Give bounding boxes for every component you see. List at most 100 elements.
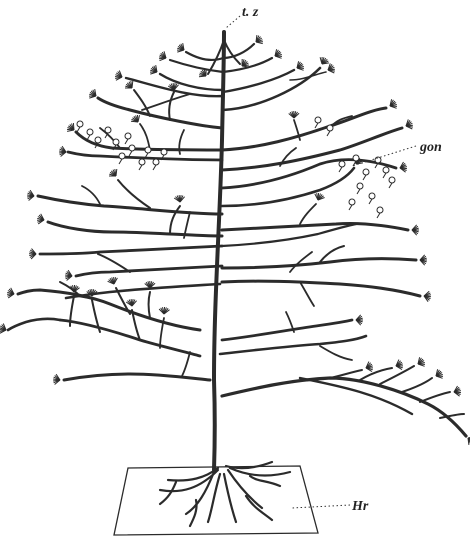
gonophore (87, 129, 93, 135)
gonophore (357, 183, 363, 189)
hydranth-tip (320, 57, 329, 64)
hydranth-tip (256, 35, 263, 44)
gonophore (139, 159, 145, 165)
gonophore (315, 117, 321, 123)
hydranth-tip (390, 99, 397, 108)
branch (182, 352, 190, 376)
gonophore (369, 193, 375, 199)
branch (320, 346, 352, 360)
branch (40, 246, 222, 254)
hydranth-tip (289, 111, 299, 118)
branch (360, 368, 392, 380)
gonophore-stalk (327, 131, 330, 136)
gonophore-stalk (339, 167, 342, 172)
branch (300, 282, 314, 306)
branch (222, 259, 416, 268)
branch (149, 292, 151, 318)
branch (224, 40, 240, 64)
substrate-plate (114, 466, 318, 535)
gonophore-stalk (129, 151, 132, 156)
hydranth-tip (275, 49, 282, 58)
branch (68, 152, 222, 160)
gonophore (383, 167, 389, 173)
gonophore-stalk (315, 123, 318, 128)
label-tip-zone: t. z (242, 5, 259, 20)
gonophore-stalk (377, 213, 380, 218)
tip-zone-leader (226, 16, 240, 28)
gonophore (77, 121, 83, 127)
hydranth-tip (396, 360, 403, 370)
branch (290, 252, 312, 272)
branch (222, 160, 396, 188)
hydranth-tip (115, 71, 122, 81)
gonophore (125, 133, 131, 139)
hydranth-tip (53, 374, 60, 384)
hydranth-tip (400, 162, 407, 172)
branch (18, 290, 200, 330)
gonophore-stalk (383, 173, 386, 178)
gonophores (77, 117, 395, 218)
hydranth-tip (131, 115, 140, 122)
gonophore-stalk (77, 127, 80, 132)
hydranth-tip (69, 285, 79, 292)
hydranth-tip (65, 270, 72, 280)
gonophore (339, 161, 345, 167)
hydranth-tip (109, 169, 117, 176)
hydranth-tip (27, 190, 34, 200)
gonophore-stalk (139, 165, 142, 170)
branch (402, 378, 432, 392)
branch (118, 180, 150, 208)
branch (48, 222, 222, 236)
gonophore (129, 145, 135, 151)
hydranth-tip (89, 89, 96, 98)
gonophore (353, 155, 359, 161)
label-hydrorhiza: Hr (351, 499, 369, 514)
branch (142, 94, 190, 110)
gonophore-stalk (125, 139, 128, 144)
hydranth-tip (108, 277, 118, 284)
hydranth-tip (418, 357, 425, 366)
gonophore (145, 147, 151, 153)
branch (300, 378, 412, 414)
hydranth-tip (242, 59, 249, 67)
gonophore-stalk (389, 183, 392, 188)
hydranth-tip (177, 43, 184, 52)
branch (38, 196, 222, 214)
hydranth-tip (126, 299, 136, 306)
hydranth-tip (406, 119, 413, 129)
branch (140, 124, 150, 150)
gonophore (161, 149, 167, 155)
hydranth-tip (356, 315, 363, 325)
branch (64, 374, 210, 380)
gonophore-stalk (349, 205, 352, 210)
hydranth-tip (297, 61, 304, 70)
branch (222, 320, 352, 340)
hydranth-tip (159, 307, 169, 314)
gonophore-stalk (119, 159, 122, 164)
branch (8, 319, 60, 330)
hydranth-tip (174, 195, 184, 202)
hydranth-tip (366, 362, 373, 372)
branch (420, 392, 450, 402)
hydranth-tip (328, 63, 335, 73)
gonophore (153, 159, 159, 165)
hydranth-tip (7, 288, 14, 298)
gonophore (105, 127, 111, 133)
gonophore (375, 157, 381, 163)
hydranth-tip (29, 249, 36, 259)
hydranth-tip (37, 214, 44, 224)
gonophore (119, 153, 125, 159)
branch (98, 98, 222, 128)
hydranth-tip (412, 225, 419, 235)
gonophore (95, 137, 101, 143)
label-gonophore: gon (419, 140, 442, 155)
gonophore-stalk (357, 189, 360, 194)
branch (330, 370, 362, 378)
hydranth-tip (436, 369, 443, 378)
hydranth-tips (0, 35, 470, 445)
branch (222, 223, 408, 230)
branch (76, 266, 222, 276)
gonophore-stalk (87, 135, 90, 140)
